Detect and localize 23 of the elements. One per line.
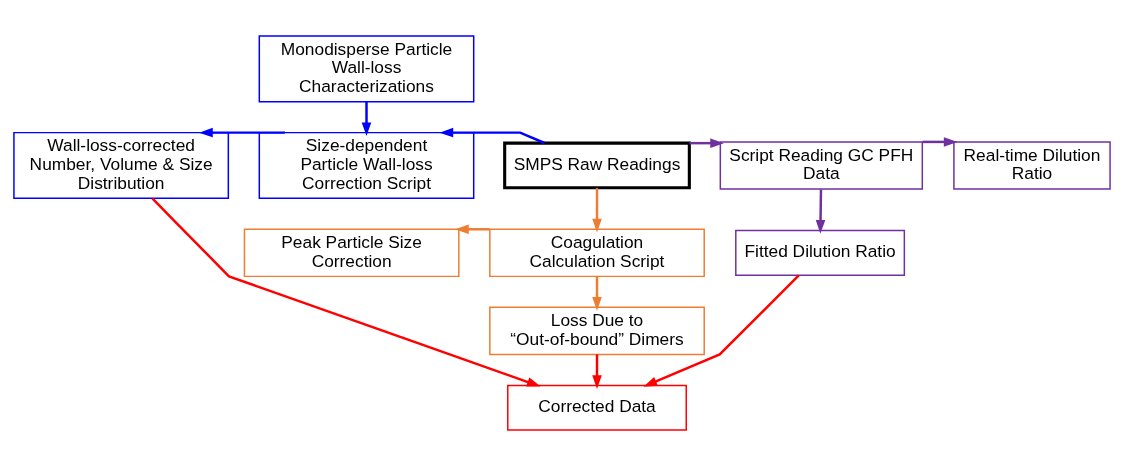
- node-box: Monodisperse Particle Wall-loss Characterizations: [258, 35, 475, 103]
- arrow: [361, 101, 372, 137]
- node-box: Size-dependent Particle Wall-loss Correction Script: [258, 131, 475, 200]
- arrow: [689, 138, 724, 148]
- node-box: Peak Particle Size Correction: [243, 228, 460, 278]
- node-box: Corrected Data: [507, 384, 687, 431]
- arrow: [922, 137, 958, 147]
- node-box: Coagulation Calculation Script: [489, 228, 705, 278]
- arrow: [592, 276, 602, 311]
- arrow: [151, 197, 541, 387]
- node-box: Script Reading GC PFH Data: [719, 141, 924, 190]
- arrow: [439, 127, 545, 145]
- arrow: [643, 274, 800, 387]
- node-box: SMPS Raw Readings: [503, 141, 691, 190]
- arrow: [199, 127, 286, 138]
- arrow: [592, 354, 602, 389]
- arrow: [592, 188, 602, 233]
- arrow: [455, 224, 490, 235]
- node-box: Fitted Dilution Ratio: [735, 229, 906, 276]
- node-box: Loss Due to “Out-of-bound” Dimers: [489, 306, 705, 356]
- node-box: Real-time Dilution Ratio: [953, 141, 1111, 190]
- arrow: [815, 189, 826, 234]
- node-box: Wall-loss-corrected Number, Volume & Size Distribution: [13, 131, 230, 200]
